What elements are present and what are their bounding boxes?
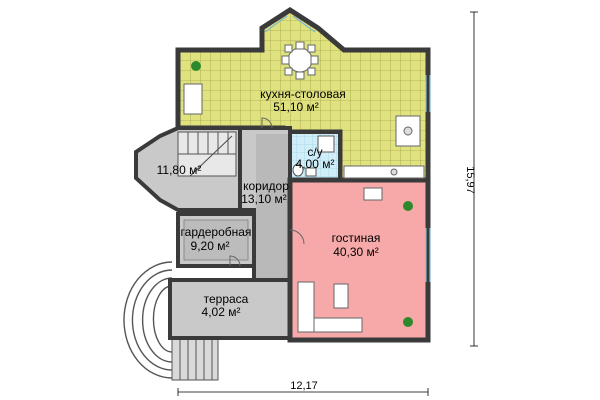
corridor-floor [256, 134, 288, 284]
plant-icon [191, 61, 413, 327]
terrace-front-steps [171, 333, 219, 381]
width-dimension: 12,17 [290, 380, 318, 392]
wardrobe-name: гардеробная [181, 225, 252, 239]
sofa [297, 281, 363, 333]
living-window [425, 228, 431, 282]
bath-name: с/у [307, 145, 322, 159]
dimension-lines [177, 11, 478, 396]
stair-area: 11,80 м² [157, 163, 202, 177]
living-area: 40,30 м² [333, 245, 379, 259]
bay-window [264, 15, 316, 33]
armchair [363, 187, 383, 201]
height-dimension: 15,97 [464, 166, 476, 194]
corridor-area: 13,10 м² [241, 192, 287, 206]
bath-area: 4,00 м² [296, 157, 335, 171]
wardrobe-inner [183, 219, 249, 261]
kitchen-area: 51,10 м² [273, 100, 319, 114]
terrace-steps [123, 261, 173, 379]
corridor-name: коридор [243, 179, 289, 193]
terrace-name: терраса [204, 292, 249, 306]
dining-table [281, 41, 319, 80]
staircase [177, 131, 237, 177]
kitchen-name: кухня-столовая [260, 87, 346, 101]
terrace-room [168, 278, 292, 340]
wardrobe-area: 9,20 м² [191, 239, 230, 253]
terrace-area: 4,02 м² [202, 305, 241, 319]
living-name: гостиная [332, 231, 381, 245]
kitchen-sofa [183, 83, 203, 115]
kitchen-counter [343, 115, 425, 179]
bath-fixtures [292, 135, 335, 177]
kitchen-window [425, 75, 431, 112]
doors [229, 117, 305, 267]
